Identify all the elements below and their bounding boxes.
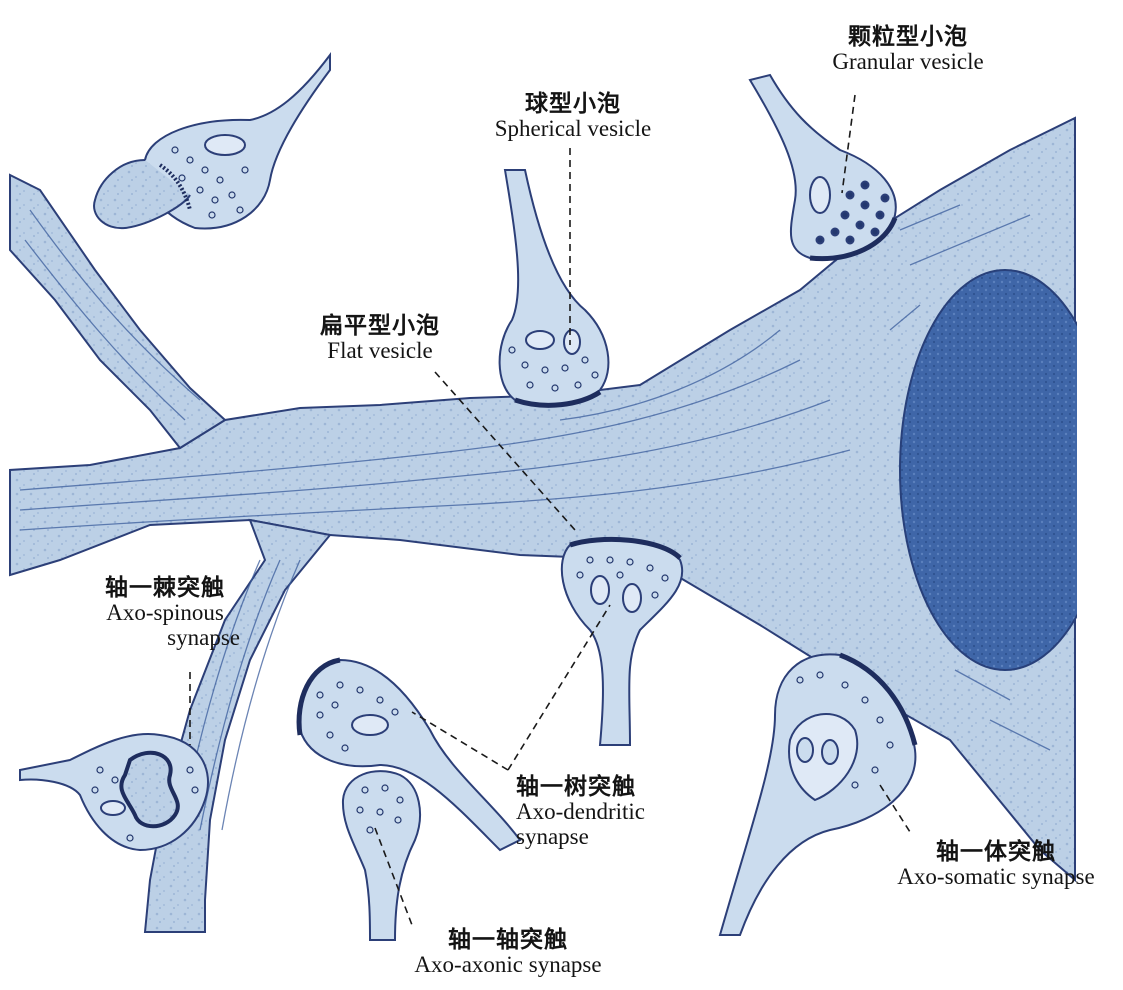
label-granular-zh: 颗粒型小泡 — [808, 25, 1008, 50]
label-axospinous-en1: Axo-spinous — [80, 601, 250, 626]
label-axospinous-synapse: 轴一棘突触 Axo-spinous synapse — [80, 576, 250, 650]
label-spherical-vesicle: 球型小泡 Spherical vesicle — [468, 92, 678, 142]
label-spherical-en: Spherical vesicle — [468, 117, 678, 142]
label-axoaxonic-en: Axo-axonic synapse — [388, 953, 628, 978]
label-flat-en: Flat vesicle — [295, 339, 465, 364]
label-granular-vesicle: 颗粒型小泡 Granular vesicle — [808, 25, 1008, 75]
label-flat-zh: 扁平型小泡 — [295, 314, 465, 339]
terminal-top-left — [94, 55, 330, 228]
terminal-axoaxonic — [343, 771, 420, 940]
label-axodendritic-zh: 轴一树突触 — [516, 775, 645, 800]
terminal-granular — [750, 75, 896, 259]
terminal-axospinous — [20, 734, 208, 850]
label-axodendritic-synapse: 轴一树突触 Axo-dendritic synapse — [516, 775, 645, 849]
label-axoaxonic-zh: 轴一轴突触 — [388, 928, 628, 953]
label-axosomatic-synapse: 轴一体突触 Axo-somatic synapse — [876, 840, 1116, 890]
label-axosomatic-zh: 轴一体突触 — [876, 840, 1116, 865]
label-axodendritic-en2: synapse — [516, 825, 645, 850]
label-axosomatic-en: Axo-somatic synapse — [876, 865, 1116, 890]
label-spherical-zh: 球型小泡 — [468, 92, 678, 117]
label-axoaxonic-synapse: 轴一轴突触 Axo-axonic synapse — [388, 928, 628, 978]
label-axospinous-en2: synapse — [80, 626, 250, 651]
terminal-axodendritic-center — [562, 539, 682, 745]
terminal-axosomatic — [720, 654, 915, 935]
label-axodendritic-en1: Axo-dendritic — [516, 800, 645, 825]
label-granular-en: Granular vesicle — [808, 50, 1008, 75]
label-flat-vesicle: 扁平型小泡 Flat vesicle — [295, 314, 465, 364]
label-axospinous-zh: 轴一棘突触 — [80, 576, 250, 601]
terminal-spherical — [500, 170, 609, 405]
